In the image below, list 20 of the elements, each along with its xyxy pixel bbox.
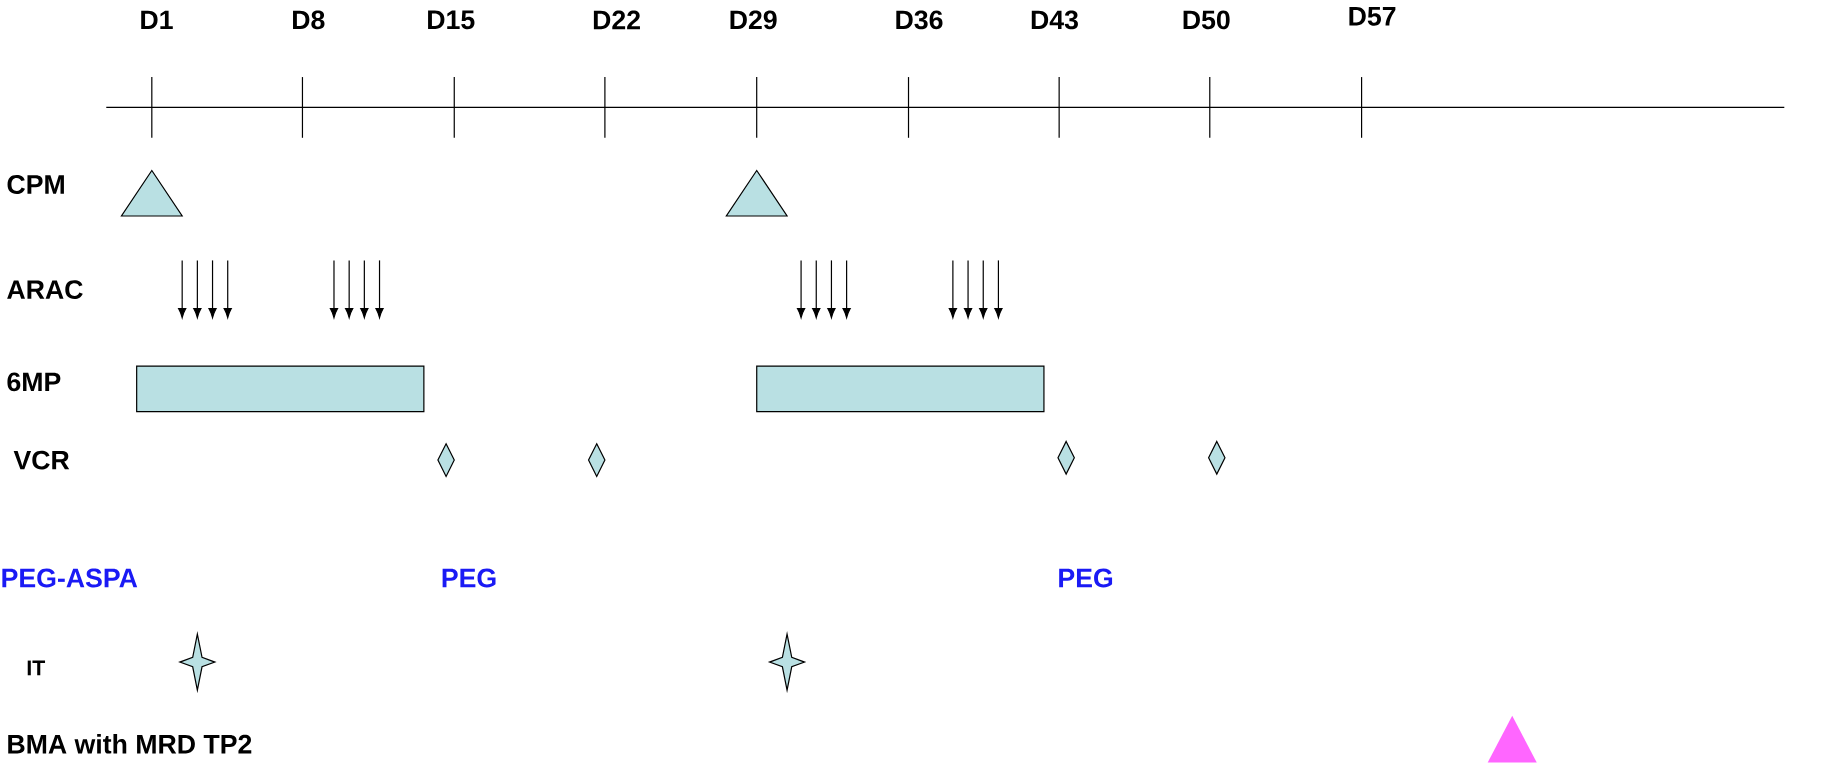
row-label: CPM (7, 175, 64, 194)
drug-label: PEG (1059, 568, 1113, 588)
day-label: D22 (593, 10, 640, 30)
day-label: D29 (730, 10, 777, 30)
row-label: VCR (13, 450, 70, 470)
dose-bar (136, 365, 425, 413)
row-label: IT (27, 660, 46, 676)
day-label: D8 (293, 10, 325, 30)
drug-label: PEG-ASPA (2, 568, 138, 588)
drug-label: PEG (442, 568, 496, 588)
day-label: D57 (1349, 7, 1396, 26)
day-label: D1 (141, 10, 173, 29)
row-label: BMA with MRD TP2 (8, 734, 252, 754)
dose-bar (756, 365, 1045, 413)
row-label: ARAC (7, 280, 83, 299)
day-label: D36 (896, 10, 943, 30)
day-label: D15 (428, 10, 475, 30)
row-label: 6MP (7, 372, 61, 392)
day-label: D43 (1031, 10, 1078, 30)
day-label: D50 (1183, 10, 1230, 30)
